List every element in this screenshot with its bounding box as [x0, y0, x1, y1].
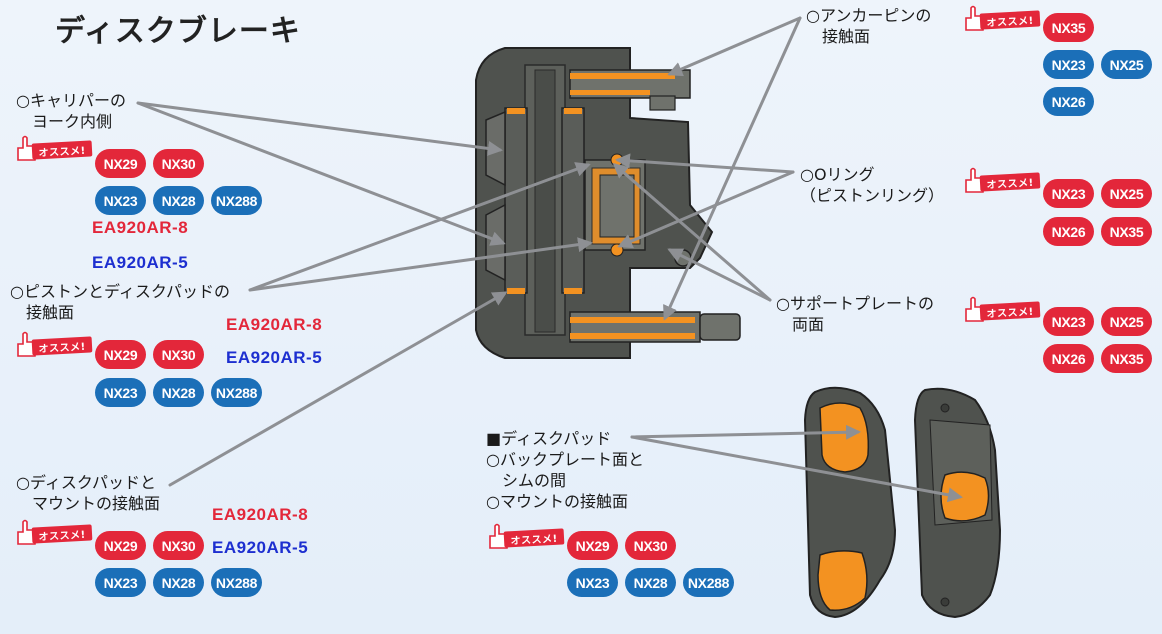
product-pill-nx288: NX288 — [211, 568, 262, 597]
product-pill-nx30: NX30 — [153, 340, 204, 369]
product-pill-nx28: NX28 — [153, 568, 204, 597]
product-pill-nx26: NX26 — [1043, 344, 1094, 373]
recommend-tag: オススメ! — [979, 10, 1041, 30]
product-pill-nx35: NX35 — [1043, 13, 1094, 42]
product-pill-nx28: NX28 — [153, 378, 204, 407]
ea-product-red: EA920AR-8 — [212, 505, 309, 524]
product-pill-nx23: NX23 — [95, 186, 146, 215]
recommend-badge: オススメ! — [962, 166, 1042, 194]
product-pill-nx25: NX25 — [1101, 50, 1152, 79]
product-pill-nx29: NX29 — [95, 340, 146, 369]
recommend-tag: オススメ! — [31, 140, 93, 160]
ea-product-red: EA920AR-8 — [226, 315, 323, 334]
page-title: ディスクブレーキ — [55, 14, 301, 49]
product-pill-nx23: NX23 — [95, 568, 146, 597]
product-pill-nx35: NX35 — [1101, 217, 1152, 246]
ea-product-red: EA920AR-8 — [92, 218, 189, 237]
recommend-badge: オススメ! — [14, 330, 94, 358]
product-pill-nx28: NX28 — [153, 186, 204, 215]
product-pill-nx288: NX288 — [683, 568, 734, 597]
product-pill-nx288: NX288 — [211, 378, 262, 407]
product-pill-nx288: NX288 — [211, 186, 262, 215]
recommend-badge: オススメ! — [14, 518, 94, 546]
recommend-tag: オススメ! — [31, 524, 93, 544]
product-pill-nx35: NX35 — [1101, 344, 1152, 373]
product-pill-nx23: NX23 — [95, 378, 146, 407]
label-piston-pad: ○ピストンとディスクパッドの 接触面 — [10, 282, 231, 322]
caliper-body — [475, 47, 741, 359]
product-pill-nx23: NX23 — [1043, 179, 1094, 208]
product-pill-nx26: NX26 — [1043, 87, 1094, 116]
ea-product-blue: EA920AR-5 — [212, 538, 309, 557]
product-pill-nx23: NX23 — [1043, 307, 1094, 336]
label-caliper-yoke: ○キャリパーの ヨーク内側 — [16, 91, 126, 131]
ea-product-blue: EA920AR-5 — [92, 253, 189, 272]
brake-pads-illustration — [803, 386, 1002, 619]
product-pill-nx23: NX23 — [567, 568, 618, 597]
label-support-plate: ○サポートプレートの 両面 — [776, 294, 934, 334]
recommend-tag: オススメ! — [503, 528, 565, 548]
ea-product-blue: EA920AR-5 — [226, 348, 323, 367]
recommend-badge: オススメ! — [962, 4, 1042, 32]
product-pill-nx29: NX29 — [95, 531, 146, 560]
product-pill-nx23: NX23 — [1043, 50, 1094, 79]
recommend-tag: オススメ! — [979, 172, 1041, 192]
recommend-badge: オススメ! — [14, 134, 94, 162]
label-pad-mount: ○ディスクパッドと マウントの接触面 — [16, 473, 161, 513]
product-pill-nx25: NX25 — [1101, 307, 1152, 336]
product-pill-nx28: NX28 — [625, 568, 676, 597]
recommend-tag: オススメ! — [979, 301, 1041, 321]
label-disc-pad: ■ディスクパッド ○バックプレート面と シムの間 ○マウントの接触面 — [486, 429, 644, 511]
product-pill-nx26: NX26 — [1043, 217, 1094, 246]
product-pill-nx29: NX29 — [95, 149, 146, 178]
label-anchor-pin: ○アンカーピンの 接触面 — [806, 6, 932, 46]
recommend-badge: オススメ! — [486, 522, 566, 550]
product-pill-nx29: NX29 — [567, 531, 618, 560]
recommend-tag: オススメ! — [31, 336, 93, 356]
recommend-badge: オススメ! — [962, 295, 1042, 323]
product-pill-nx30: NX30 — [153, 531, 204, 560]
product-pill-nx30: NX30 — [153, 149, 204, 178]
product-pill-nx30: NX30 — [625, 531, 676, 560]
label-o-ring: ○Oリング （ピストンリング） — [800, 165, 945, 205]
product-pill-nx25: NX25 — [1101, 179, 1152, 208]
pointer-arrows — [136, 16, 963, 503]
